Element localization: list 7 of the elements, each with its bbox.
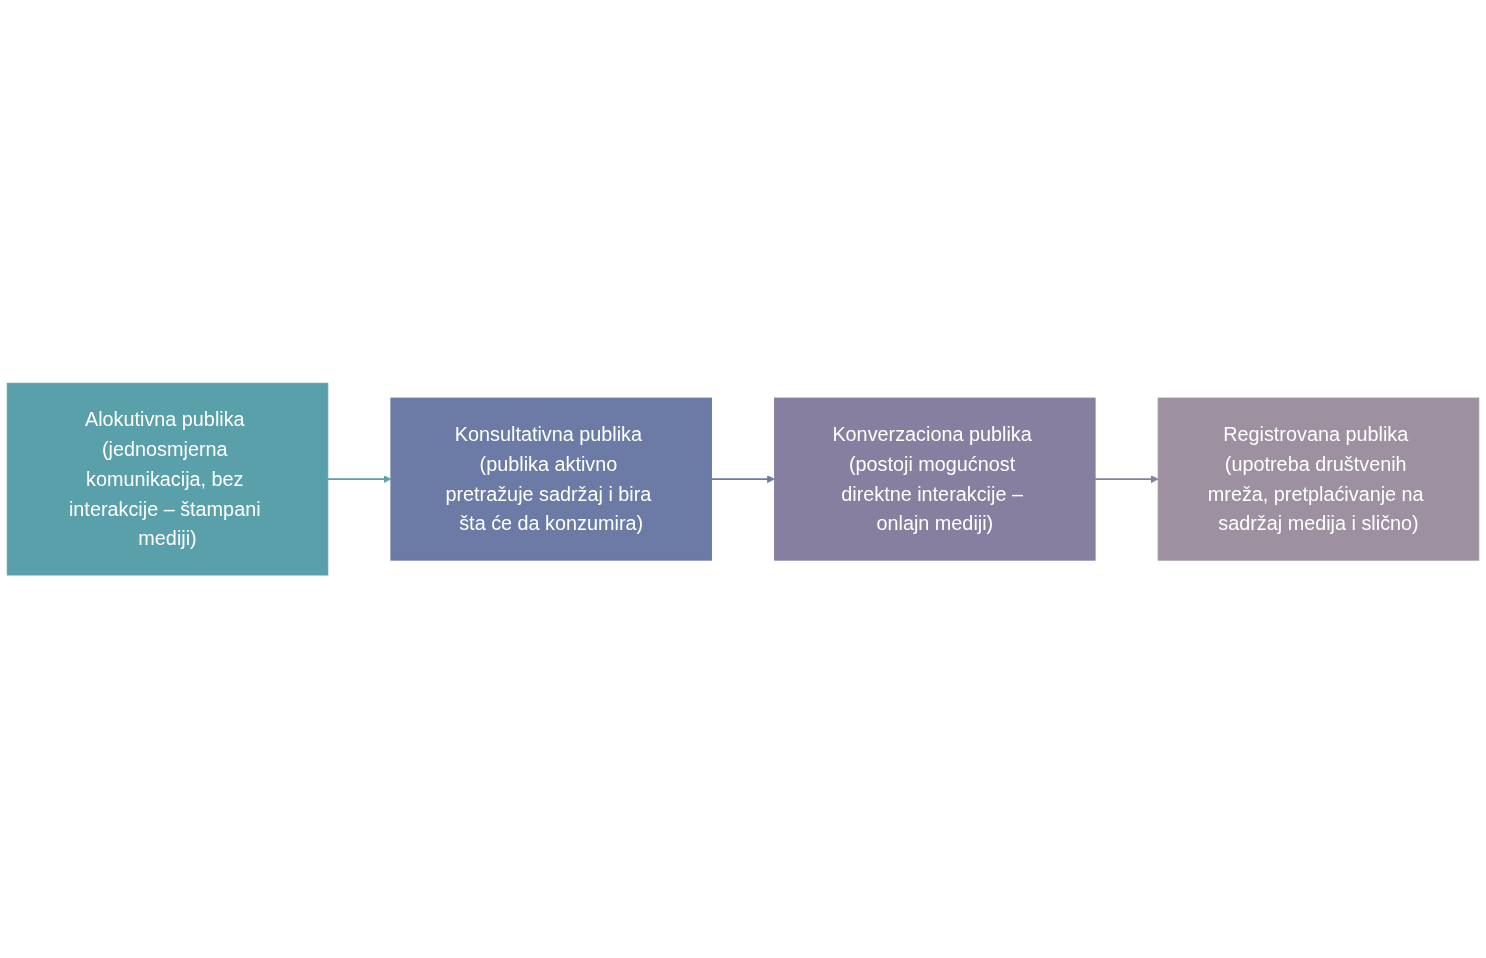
node-box: Alokutivna publika (jednosmjerna komunikacija, bez interakcije – štampani mediji) <box>6 382 329 576</box>
arrow <box>710 475 775 483</box>
arrow <box>1094 475 1159 483</box>
node-box: Konverzaciona publika (postoji mogućnost direktne interakcije – onlajn mediji) <box>774 397 1096 561</box>
node-box: Konsultativna publika (publika aktivno pretražuje sadržaj i bira šta će da konzumira) <box>390 397 712 561</box>
node-box: Registrovana publika (upotreba društvenih mreža, pretplaćivanje na sadržaj medija i slično) <box>1157 397 1480 561</box>
arrow <box>326 475 392 483</box>
